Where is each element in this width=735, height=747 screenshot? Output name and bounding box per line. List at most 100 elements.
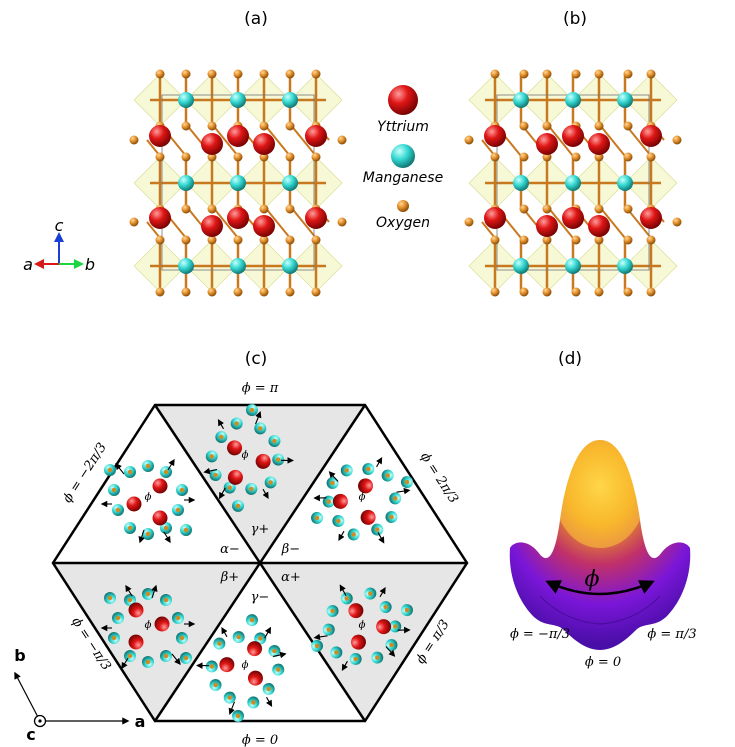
oxygen-atom bbox=[227, 485, 232, 490]
displacement-arrow bbox=[313, 633, 328, 641]
oxygen-atom bbox=[311, 235, 321, 245]
atom-cluster: ϕ bbox=[203, 404, 294, 512]
oxygen-atom bbox=[314, 515, 320, 521]
oxygen-atom bbox=[181, 204, 191, 214]
manganese-atom bbox=[230, 92, 246, 108]
oxygen-atom bbox=[326, 627, 331, 632]
yttrium-legend-label: Yttrium bbox=[377, 119, 429, 135]
cluster-phi-label: ϕ bbox=[145, 620, 152, 631]
cluster-phi-label: ϕ bbox=[242, 660, 249, 671]
gamma-minus-label: γ− bbox=[251, 590, 270, 605]
oxygen-atom bbox=[111, 635, 117, 641]
oxygen-atom bbox=[389, 514, 394, 520]
yttrium-atom bbox=[152, 510, 168, 526]
atom-cluster: ϕ bbox=[100, 584, 196, 670]
yttrium-atom bbox=[227, 440, 243, 456]
oxygen-atom bbox=[145, 659, 151, 665]
oxygen-atom bbox=[179, 635, 185, 641]
yttrium-atom bbox=[247, 641, 263, 657]
bond bbox=[276, 221, 291, 239]
oxygen-atom bbox=[571, 69, 581, 79]
manganese-atom bbox=[565, 92, 581, 108]
atom-legend: Yttrium Manganese Oxygen bbox=[363, 85, 443, 231]
oxygen-atom bbox=[183, 527, 189, 533]
oxygen-atom bbox=[207, 287, 217, 297]
oxygen-atom bbox=[542, 121, 552, 131]
yttrium-atom bbox=[536, 215, 558, 237]
oxygen-atom bbox=[249, 617, 255, 623]
hat-bottom-label: ϕ = 0 bbox=[585, 655, 621, 670]
oxygen-atom bbox=[519, 69, 529, 79]
yttrium-atom bbox=[253, 215, 275, 237]
displacement-arrow bbox=[218, 487, 226, 500]
yttrium-atom bbox=[484, 125, 506, 147]
yttrium-atom bbox=[360, 509, 376, 525]
manganese-atom bbox=[565, 175, 581, 191]
displacement-arrow bbox=[171, 653, 181, 666]
displacement-arrow bbox=[138, 529, 145, 544]
alpha-plus-label: α+ bbox=[281, 570, 301, 585]
displacement-arrow bbox=[167, 458, 175, 471]
yttrium-atom bbox=[219, 657, 235, 673]
oxygen-atom bbox=[383, 604, 388, 610]
oxygen-atom bbox=[181, 152, 191, 162]
displacement-arrow bbox=[262, 488, 269, 499]
displacement-arrow bbox=[338, 530, 345, 541]
oxygen-atom bbox=[571, 235, 581, 245]
yttrium-atom bbox=[227, 207, 249, 229]
axis-b-label: b bbox=[85, 255, 95, 274]
oxygen-atom bbox=[337, 135, 347, 145]
cluster-phi-label: ϕ bbox=[359, 620, 366, 631]
oxygen-atom bbox=[266, 686, 271, 692]
oxygen-atom bbox=[314, 643, 320, 649]
manganese-atom bbox=[230, 175, 246, 191]
hex-axis-b-label: b bbox=[14, 646, 25, 665]
oxygen-atom bbox=[181, 69, 191, 79]
oxygen-atom bbox=[181, 121, 191, 131]
oxygen-atom bbox=[542, 287, 552, 297]
displacement-arrow bbox=[313, 494, 327, 502]
oxygen-atom bbox=[366, 466, 371, 472]
oxygen-atom bbox=[179, 487, 185, 493]
oxygen-atom bbox=[285, 235, 295, 245]
bond bbox=[481, 221, 496, 239]
manganese-atom bbox=[178, 92, 194, 108]
oxygen-atom bbox=[368, 591, 373, 596]
oxygen-atom bbox=[594, 121, 604, 131]
oxygen-atom bbox=[571, 152, 581, 162]
oxygen-atom bbox=[233, 152, 243, 162]
oxygen-atom bbox=[623, 287, 633, 297]
phi-rotation-arrow bbox=[545, 580, 655, 596]
displacement-arrow bbox=[203, 467, 218, 475]
displacement-arrow bbox=[377, 532, 385, 544]
oxygen-atom bbox=[276, 457, 281, 462]
displacement-arrow bbox=[397, 626, 411, 634]
manganese-atom bbox=[282, 92, 298, 108]
yttrium-atom bbox=[149, 207, 171, 229]
oxygen-atom bbox=[259, 287, 269, 297]
yttrium-atom bbox=[640, 207, 662, 229]
oxygen-atom bbox=[646, 235, 656, 245]
displacement-arrow bbox=[265, 696, 273, 707]
oxygen-atom bbox=[163, 525, 169, 531]
displacement-arrow bbox=[255, 411, 262, 425]
yttrium-atom bbox=[128, 634, 144, 650]
oxygen-atom bbox=[542, 69, 552, 79]
hat-right-label: ϕ = π/3 bbox=[647, 627, 696, 642]
oxygen-atom bbox=[336, 518, 341, 524]
oxygen-atom bbox=[623, 204, 633, 214]
oxygen-atom bbox=[129, 217, 139, 227]
oxygen-atom bbox=[272, 648, 277, 654]
displacement-arrow bbox=[339, 584, 347, 596]
alpha-minus-label: α− bbox=[220, 542, 240, 557]
yttrium-atom bbox=[154, 616, 170, 632]
bond bbox=[172, 221, 187, 239]
oxygen-atom bbox=[623, 235, 633, 245]
displacement-arrow bbox=[221, 627, 228, 638]
displacement-arrow bbox=[272, 651, 287, 659]
oxygen-atom bbox=[207, 121, 217, 131]
oxygen-atom bbox=[219, 434, 224, 440]
oxygen-atom bbox=[276, 667, 281, 672]
oxygen-atom bbox=[155, 152, 165, 162]
